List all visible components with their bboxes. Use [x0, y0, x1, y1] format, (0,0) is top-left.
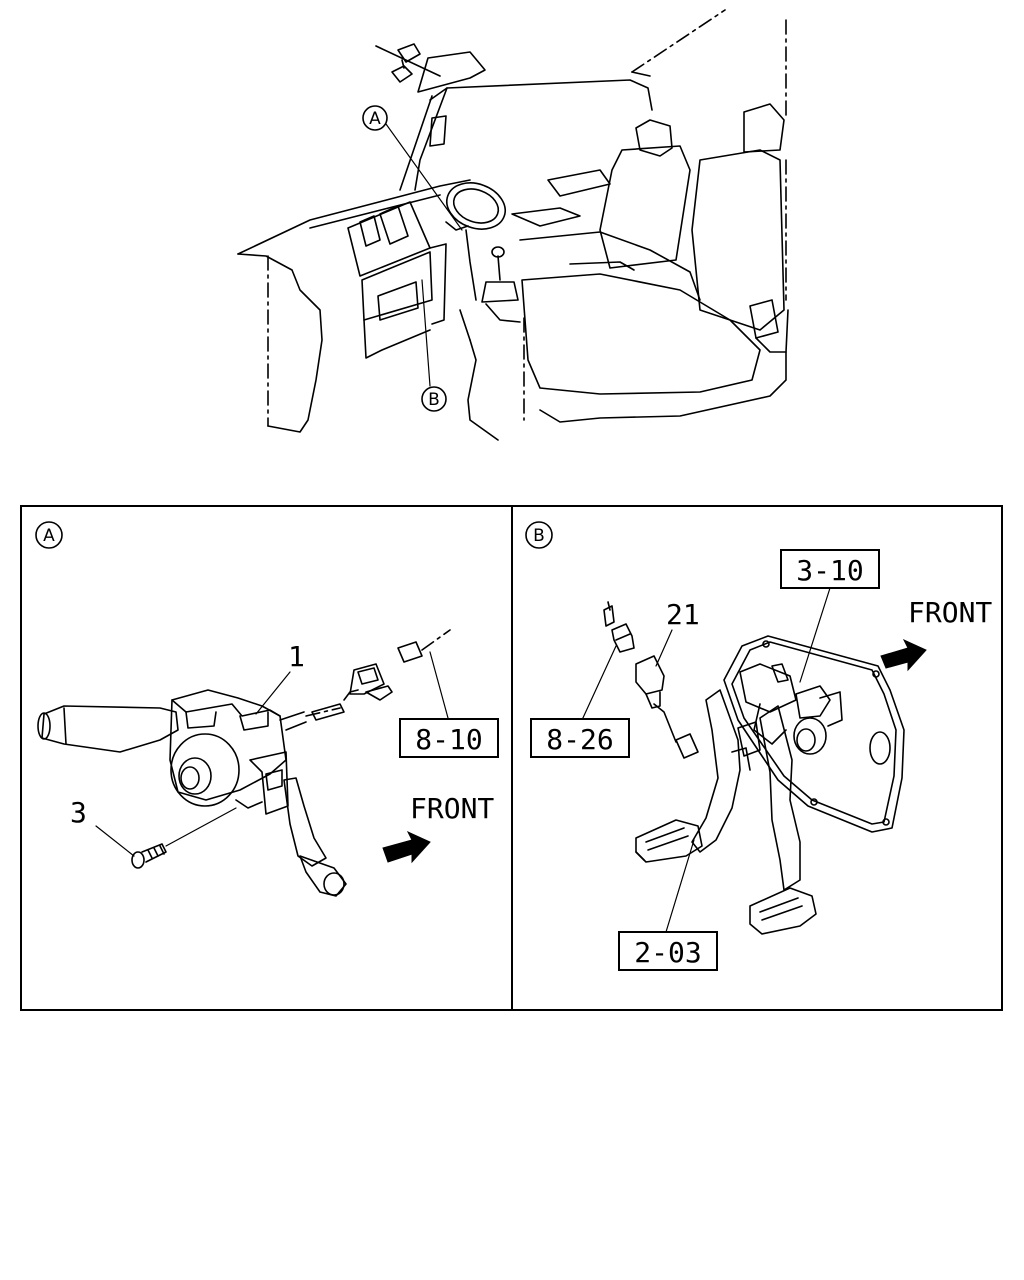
svg-text:B: B [533, 526, 545, 546]
screw [131, 807, 237, 869]
panel-b-label: B [525, 521, 553, 549]
front-indicator-a: FRONT [382, 792, 494, 864]
panel-b: B [525, 521, 992, 971]
svg-text:8-26: 8-26 [546, 723, 613, 756]
callout-b-overview: B [421, 386, 447, 412]
svg-text:3-10: 3-10 [796, 554, 863, 587]
leader-ref-8-10 [429, 651, 449, 719]
ref-box-8-26: 8-26 [530, 718, 630, 758]
front-arrow-icon [382, 830, 431, 864]
part-number-21: 21 [666, 598, 700, 631]
front-arrow-icon [880, 638, 927, 672]
svg-text:8-10: 8-10 [415, 723, 482, 756]
clutch-switch [603, 601, 635, 653]
ref-box-2-03: 2-03 [618, 931, 718, 971]
leader-ref-3-10 [799, 587, 831, 683]
wire-harness [279, 629, 451, 731]
callout-b-letter: B [428, 390, 440, 410]
svg-text:2-03: 2-03 [634, 936, 701, 969]
leader-ref-2-03 [665, 839, 695, 933]
callout-a-overview: A [362, 105, 388, 131]
panel-a: A [35, 521, 499, 897]
part-number-3: 3 [70, 796, 87, 829]
ref-box-8-10: 8-10 [399, 718, 499, 758]
front-label-b: FRONT [908, 596, 992, 629]
leader-ref-8-26 [581, 645, 617, 721]
brake-switch [635, 655, 699, 759]
callout-a-letter: A [369, 109, 381, 129]
clutch-pedal [635, 689, 741, 863]
front-label-a: FRONT [410, 792, 494, 825]
panel-a-label: A [35, 521, 63, 549]
wiper-stalk [283, 777, 347, 897]
leader-part-21 [655, 629, 673, 667]
cab-interior-illustration [237, 9, 789, 441]
ref-box-3-10: 3-10 [780, 549, 880, 589]
front-indicator-b: FRONT [880, 596, 992, 672]
pedal-bracket [723, 635, 905, 833]
leader-part-1 [255, 671, 291, 715]
part-number-1: 1 [288, 640, 305, 673]
brake-pedal [749, 705, 817, 935]
combination-switch-body [169, 689, 289, 815]
turn-signal-stalk [37, 705, 179, 753]
leader-part-3 [95, 825, 135, 857]
svg-text:A: A [43, 526, 55, 546]
